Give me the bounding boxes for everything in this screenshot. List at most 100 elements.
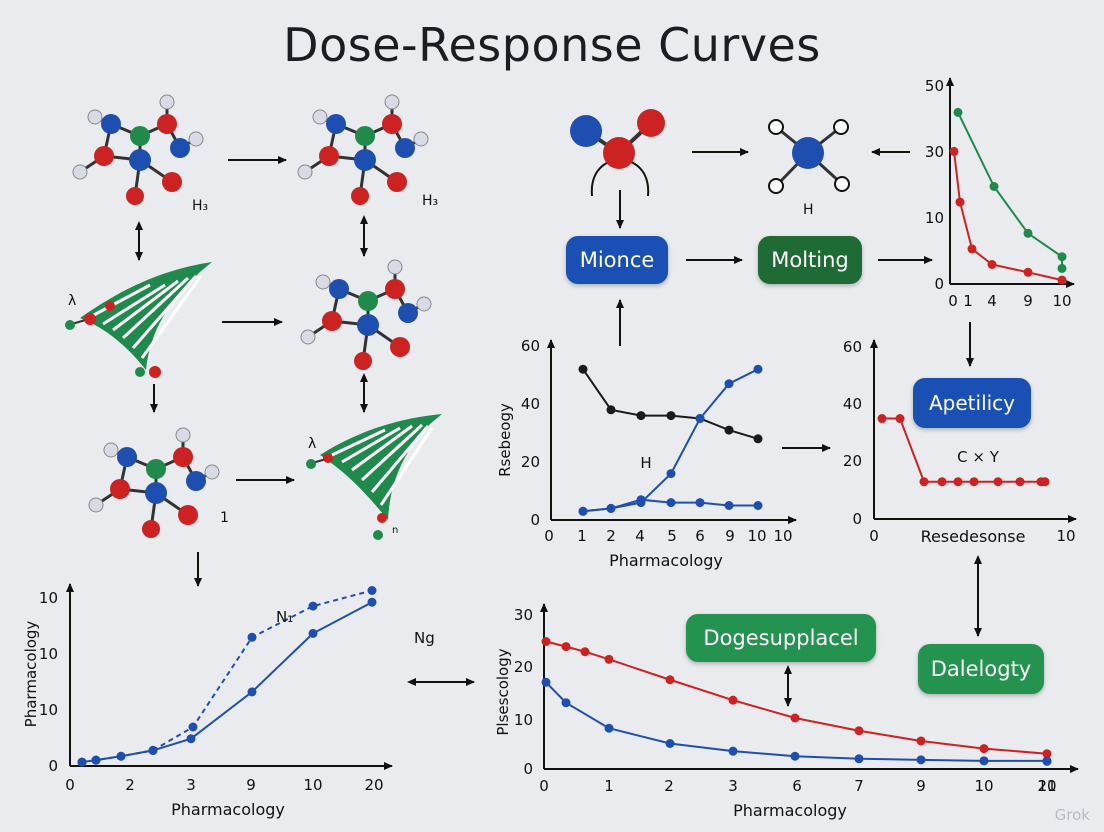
label-tiny-n: n — [392, 525, 398, 536]
chart-bottom-right-point — [604, 654, 614, 664]
chart-bottom-right-point — [916, 736, 926, 746]
chart-middle-point — [753, 501, 763, 510]
chart-bottom-right-x-label: Pharmacology — [733, 801, 847, 820]
molecule-middle — [300, 259, 432, 370]
chart-middle-x-tick: 5 — [667, 527, 677, 545]
chart-middle-series-line — [582, 368, 759, 513]
chart-top-right-y-tick: 30 — [925, 143, 944, 161]
chart-top-right-point — [967, 244, 977, 254]
chart-middle-x-tick: 6 — [695, 527, 705, 545]
chart-middle-point — [606, 503, 616, 513]
chart-middle-point — [578, 364, 588, 374]
molecule-methane: H — [768, 119, 850, 218]
chart-bottom-left-point — [247, 632, 257, 642]
chart-right-point — [895, 414, 905, 424]
chart-middle-y-tick: 40 — [521, 395, 540, 413]
chart-top-right-x-tick: 9 — [1023, 292, 1033, 310]
chart-middle-annotation: H — [640, 454, 651, 472]
chart-bottom-left-x-tick: 0 — [65, 776, 75, 794]
node-dalelogty[interactable]: Dalelogty — [918, 644, 1044, 694]
chart-middle-x-tick: 10 — [747, 527, 766, 545]
node-mionce[interactable]: Mionce — [566, 236, 668, 284]
label-ng: Ng — [414, 629, 435, 647]
chart-middle-x-tick: 1 — [577, 527, 587, 545]
chart-bottom-left-y-tick: 0 — [48, 757, 58, 775]
chart-right-point — [1015, 477, 1025, 487]
chart-bottom-left-x-tick: 9 — [246, 776, 256, 794]
chart-right-point — [969, 477, 979, 487]
node-molting[interactable]: Molting — [758, 236, 862, 284]
chart-bottom-left-point — [116, 751, 126, 761]
chart-middle-point — [636, 411, 646, 421]
chart-middle-y-tick: 60 — [521, 337, 540, 355]
chart-bottom-right-x-tick: 10 — [974, 777, 993, 795]
chart-middle-y-tick: 20 — [521, 453, 540, 471]
chart-bottom-right-y-tick: 20 — [514, 658, 533, 676]
chart-bottom-right-point — [916, 755, 926, 765]
chart-bottom-left-x-tick: 2 — [125, 776, 135, 794]
chart-top-right-y-tick: 0 — [934, 275, 944, 293]
chart-bottom-right-point — [854, 754, 864, 764]
chart-middle-point — [724, 379, 734, 389]
molecule-arrows — [135, 156, 475, 686]
chart-middle-point — [753, 364, 763, 374]
chart-middle-x-tick: 10 — [773, 527, 792, 545]
chart-bottom-right-point — [979, 756, 989, 766]
chart-bottom-right-x-tick: 9 — [916, 777, 926, 795]
chart-middle-x-label: Pharmacology — [609, 551, 723, 570]
label-h-center: H — [803, 202, 814, 218]
chart-bottom-left-y-tick: 10 — [39, 645, 58, 663]
chart-bottom-right-point — [561, 698, 571, 708]
chart-middle-point — [695, 498, 705, 508]
chart-bottom-left-point — [148, 745, 158, 755]
chart-top-right-point — [987, 260, 997, 269]
chart-right-point — [953, 477, 963, 487]
chart-top-right-series-line — [953, 151, 1063, 282]
chart-bottom-right-point — [790, 713, 800, 723]
chart-bottom-left-point — [367, 597, 377, 607]
chart-right-point — [1040, 477, 1050, 487]
page-title: Dose-Response Curves — [283, 18, 821, 72]
molecule-top-left: H₃ — [72, 94, 208, 214]
chart-middle-y-tick: 0 — [530, 511, 540, 529]
chart-top-right-x-tick: 0 — [948, 292, 958, 310]
molecule-top-middle: H₃ — [297, 94, 438, 209]
chart-bottom-right-y-label: Plsescology — [494, 648, 512, 735]
protein-ribbon-left: λ — [65, 262, 212, 378]
label-one: 1 — [220, 510, 229, 526]
label-lambda-a: λ — [68, 293, 76, 309]
chart-bottom-left-point — [77, 757, 87, 767]
chart-bottom-right-x-tick: 3 — [728, 777, 738, 795]
chart-bottom-right-point — [854, 726, 864, 736]
chart-top-right-y-tick: 10 — [925, 209, 944, 227]
chart-bottom-right-point — [561, 642, 571, 652]
node-dogesupplacel[interactable]: Dogesupplacel — [686, 614, 876, 662]
chart-top-right-y-tick: 50 — [925, 77, 944, 95]
node-apeticy[interactable]: Apetilicy — [913, 378, 1031, 428]
chart-bottom-right-point — [665, 675, 675, 685]
chart-right-annotation: C × Y — [957, 448, 1000, 466]
chart-bottom-right-y-tick: 30 — [514, 606, 533, 624]
chart-right-point — [877, 414, 887, 424]
chart-bottom-right-x-tick: 11 — [1037, 777, 1056, 795]
chart-bottom-left-x-tick: 10 — [303, 776, 322, 794]
chart-bottom-left-point — [308, 601, 318, 611]
chart-middle-point — [666, 469, 676, 479]
chart-bottom-right-point — [1042, 749, 1052, 759]
chart-bottom-right-point — [790, 751, 800, 761]
chart-bottom-right-x-tick: 1 — [604, 777, 614, 795]
chart-bottom-right-x-tick: 2 — [664, 777, 674, 795]
chart-top-right-point — [1057, 252, 1067, 262]
chart-middle-point — [753, 434, 763, 444]
chart-bottom-right-x-tick: 6 — [792, 777, 802, 795]
chart-top-right-point — [1023, 228, 1033, 238]
chart-middle-point — [695, 414, 705, 423]
chart-bottom-right-point — [728, 695, 738, 705]
chart-middle-point — [666, 498, 676, 508]
chart-bottom-right-point — [580, 647, 590, 657]
chart-right-y-tick: 0 — [852, 510, 862, 528]
chart-top-right-point — [1057, 275, 1067, 285]
chart-bottom-left-point — [247, 687, 257, 697]
